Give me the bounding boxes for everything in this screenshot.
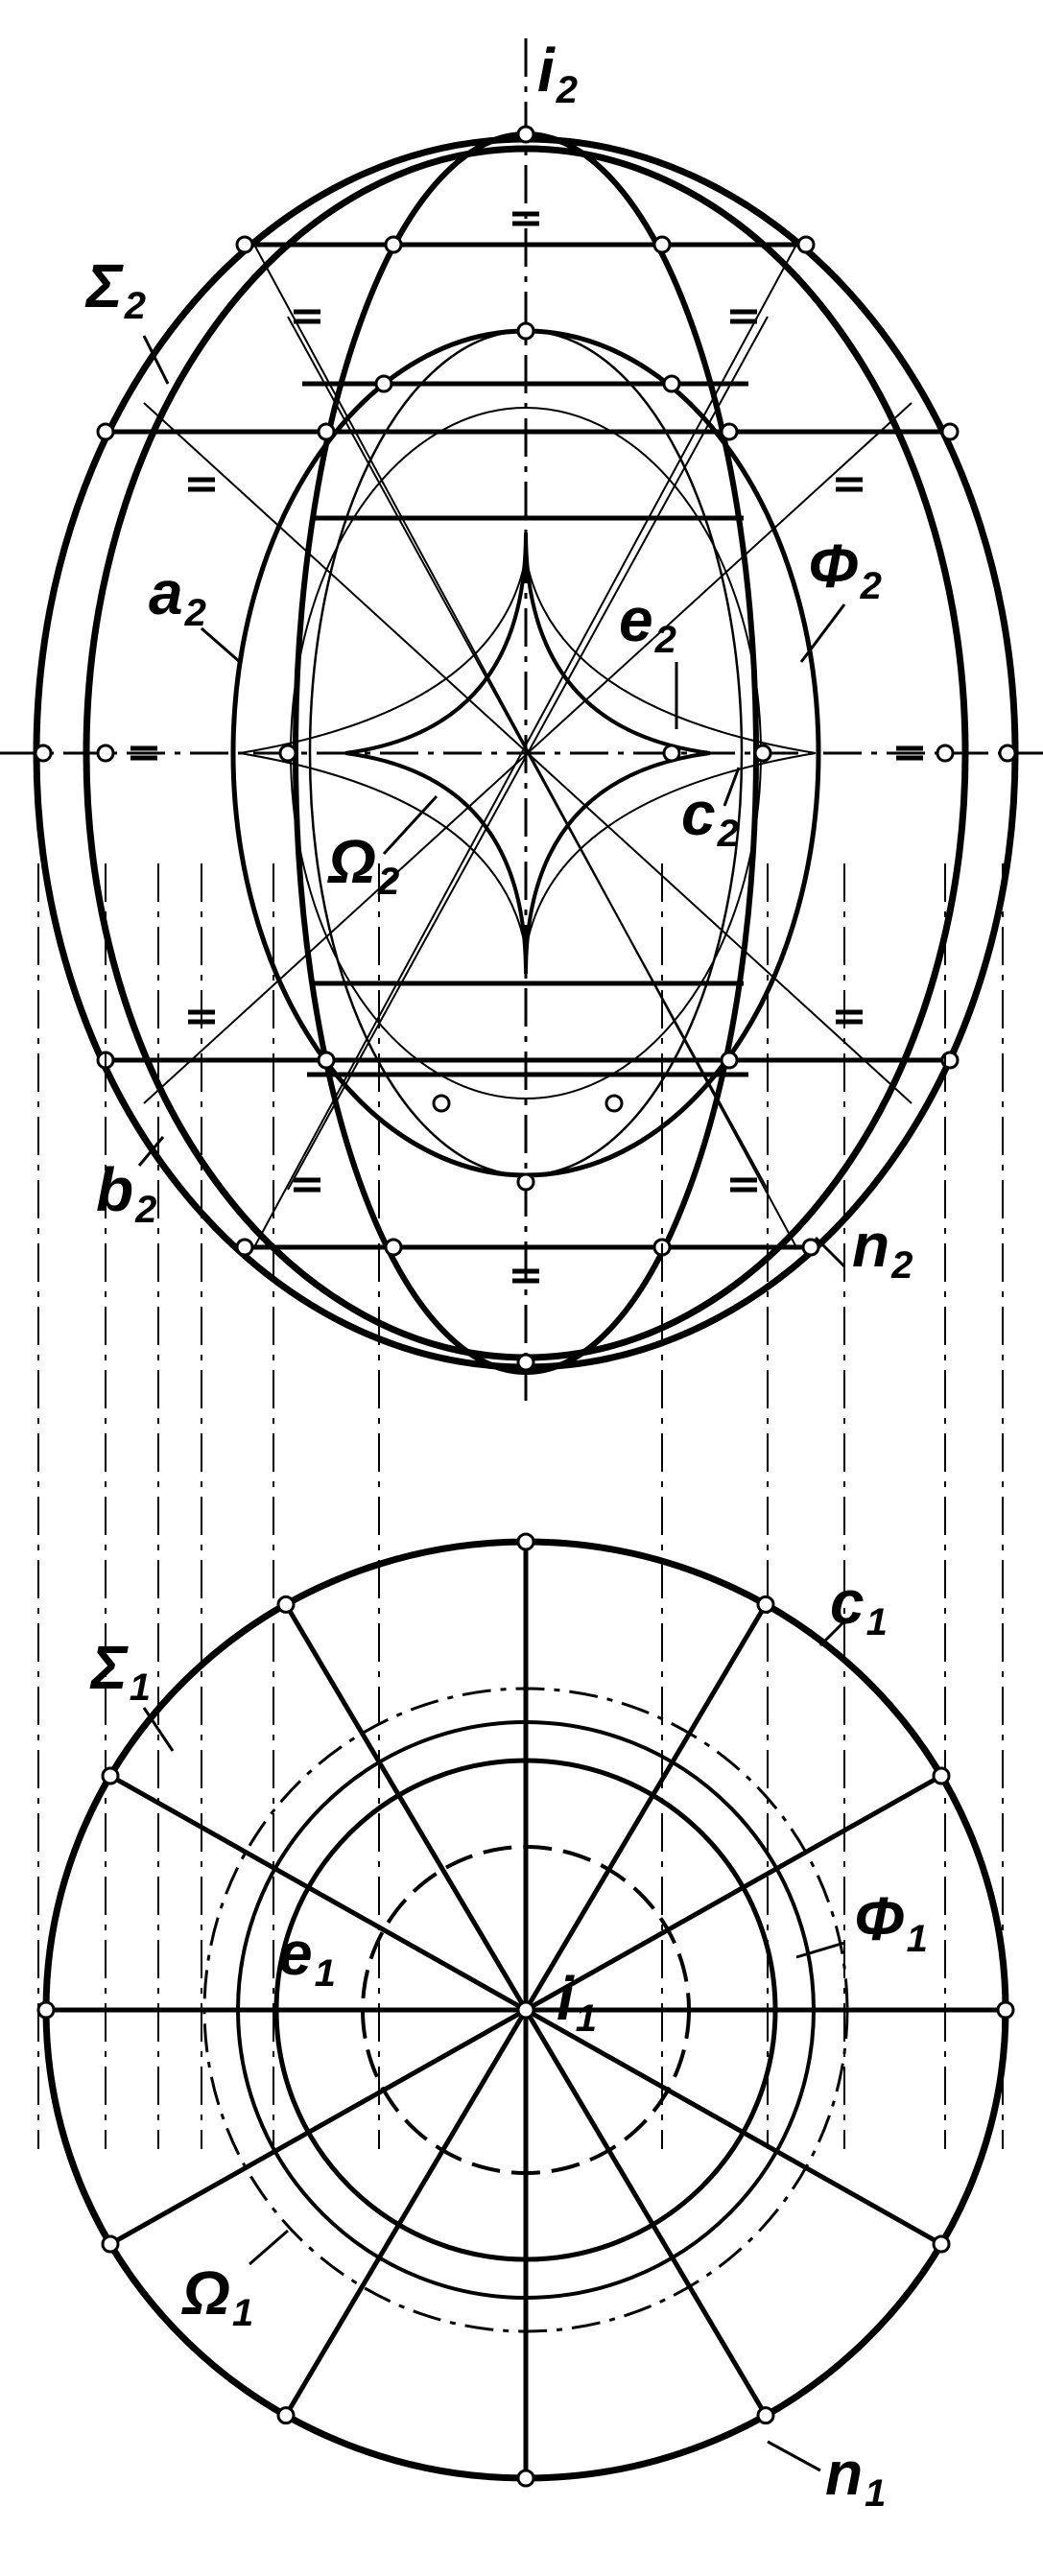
node-top-2 [756,2406,775,2425]
node-front-17 [753,744,772,763]
label-c1: c1 [830,1568,888,1643]
label-e2: e2 [619,585,676,661]
label-a2: a2 [149,558,206,634]
node-front-30 [604,1094,624,1113]
node-front-11 [720,422,739,441]
leader-phi2 [799,603,846,663]
node-front-18 [662,744,681,763]
node-top-8 [276,1595,296,1614]
node-top-10 [756,1595,775,1614]
radius-top-8 [283,1603,529,2012]
node-front-13 [998,744,1017,763]
node-front-6 [384,235,403,254]
node-front-10 [317,422,336,441]
node-front-25 [384,1238,403,1257]
leader-omega1 [249,2229,289,2266]
leader-c1 [818,1619,846,1647]
label-omega1: Ω1 [181,2258,253,2334]
node-front-0 [516,125,535,144]
node-front-9 [940,422,960,441]
top-view-labels: c1 Σ1 Φ1 e1 i1 Ω1 n1 [89,1568,928,2515]
radius-top-4 [283,2008,529,2417]
label-i2: i2 [537,35,578,111]
node-front-7 [652,235,672,254]
node-top-11 [932,1766,951,1785]
node-front-5 [796,235,816,254]
node-top-center [516,2000,535,2020]
generatrix-front-5 [287,316,769,1191]
node-top-6 [36,2000,56,2020]
label-sigma1: Σ1 [89,1633,151,1709]
node-front-23 [235,1238,254,1257]
node-top-0 [996,2000,1015,2020]
leader-phi1 [795,1941,845,1959]
node-front-22 [720,1051,739,1070]
leader-omega2 [382,794,439,856]
node-front-16 [278,744,297,763]
label-sigma2: Σ2 [84,251,146,327]
node-front-28 [662,374,681,393]
node-front-8 [96,422,115,441]
astroid-outer-e2 [239,555,817,951]
label-phi1: Φ1 [854,1884,928,1960]
node-front-12 [34,744,53,763]
radius-top-5 [108,2007,528,2247]
node-top-4 [276,2406,296,2425]
node-front-29 [432,1094,451,1113]
node-top-9 [516,1532,535,1551]
node-top-1 [932,2234,951,2254]
construction-geometry [0,38,1043,2488]
leader-c2 [723,767,741,807]
radius-top-7 [108,1773,528,2013]
leader-sigma1 [142,1707,175,1752]
radius-top-2 [523,2008,769,2417]
node-top-7 [101,1766,120,1785]
node-top-3 [516,2469,535,2488]
node-front-14 [96,744,115,763]
label-i1: i1 [557,1964,597,2040]
node-front-21 [317,1051,336,1070]
leader-a2 [201,626,241,664]
label-c2: c2 [681,779,739,855]
label-n1: n1 [825,2439,886,2515]
node-front-3 [516,1172,535,1192]
node-front-15 [936,744,955,763]
node-front-27 [374,374,393,393]
node-front-1 [516,321,535,341]
label-omega2: Ω2 [327,827,399,903]
node-front-2 [516,1353,535,1372]
node-top-5 [101,2234,120,2254]
leader-sigma2 [142,335,170,385]
label-e1: e1 [278,1919,336,1995]
astroid-e2 [344,532,711,975]
generatrix-front-1 [253,244,797,1248]
label-phi2: Φ2 [808,532,882,607]
label-b2: b2 [96,1155,156,1231]
node-front-24 [801,1238,820,1257]
leader-n1 [767,2440,821,2472]
node-front-4 [235,235,254,254]
radius-top-10 [523,1603,769,2012]
radius-top-11 [524,1773,943,2013]
front-view-labels: i2 Σ2 a2 Φ2 e2 c2 Ω2 b2 n2 [84,35,913,1287]
leader-n2 [814,1236,846,1268]
radius-top-1 [524,2007,943,2247]
label-n2: n2 [852,1211,913,1287]
